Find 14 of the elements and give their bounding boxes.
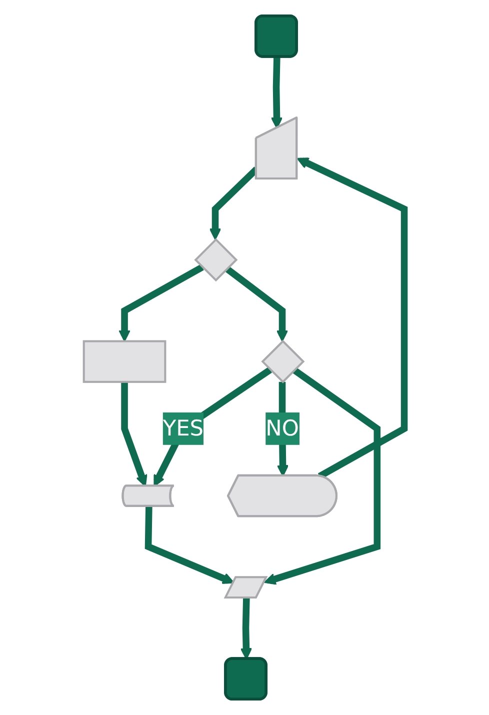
arrow xyxy=(119,264,204,342)
node-box xyxy=(83,340,167,383)
arrow xyxy=(271,57,284,129)
node-parallelogram xyxy=(224,576,268,598)
arrow xyxy=(297,158,408,480)
edge-label: NO xyxy=(266,415,300,441)
arrow xyxy=(154,366,272,487)
node-diamond xyxy=(194,238,238,282)
arrow xyxy=(122,382,148,487)
arrow xyxy=(264,367,381,585)
arrow xyxy=(145,506,235,584)
node-diamond xyxy=(262,340,306,384)
edge-label: YES xyxy=(163,415,204,441)
arrow xyxy=(225,266,289,342)
